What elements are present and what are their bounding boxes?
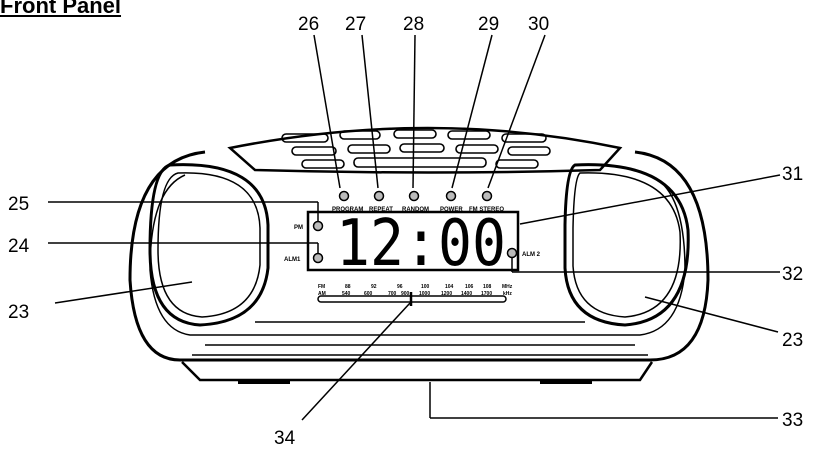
label-random: RANDOM: [402, 207, 429, 213]
tuner-am-mark: 1200: [441, 291, 452, 297]
callout-23-left: 23: [8, 302, 29, 323]
tuner-am-mark: 700: [388, 291, 397, 297]
callout-31: 31: [782, 164, 803, 185]
label-program: PROGRAM: [332, 207, 363, 213]
left-speaker: [148, 163, 270, 327]
tuner-fm-label: FM: [318, 284, 325, 290]
label-fm-stereo: FM STEREO: [469, 207, 504, 213]
front-lower-lines: [192, 321, 648, 356]
tuner-am-mark: 540: [342, 291, 351, 297]
tuner-khz-label: kHz: [503, 291, 512, 297]
callout-29: 29: [478, 14, 499, 35]
tuner-am-mark: 1400: [461, 291, 472, 297]
callout-27: 27: [345, 14, 366, 35]
label-alm1: ALM1: [284, 257, 301, 263]
vent-slots: [281, 129, 551, 169]
cabinet-inner-outline: [149, 174, 686, 336]
page-title: Front Panel: [0, 0, 122, 18]
tuner-am-mark: 1000: [419, 291, 430, 297]
callout-33: 33: [782, 410, 803, 431]
right-speaker: [563, 163, 690, 327]
callout-24: 24: [8, 236, 30, 257]
tuner-am-mark: 1700: [481, 291, 492, 297]
tuner-scale: FM AM 88 92 96 100 104 106 108 MHz 540 6…: [318, 284, 513, 297]
callout-28: 28: [403, 14, 424, 35]
callout-23-right: 23: [782, 330, 803, 351]
tuner-fm-mark: 88: [345, 284, 351, 290]
cabinet-base: [181, 361, 654, 382]
lcd-display-window: [306, 210, 520, 272]
label-power: POWER: [440, 207, 463, 213]
label-repeat: REPEAT: [369, 207, 393, 213]
cabinet-body: [128, 150, 710, 362]
tuner-fm-mark: 106: [465, 284, 474, 290]
callout-30: 30: [528, 14, 549, 35]
label-pm: PM: [294, 225, 303, 231]
tuner-fm-mark: 96: [397, 284, 403, 290]
callout-32: 32: [782, 264, 803, 285]
callout-25: 25: [8, 194, 29, 215]
tuner-fm-mark: 100: [421, 284, 430, 290]
label-alm2: ALM 2: [522, 252, 541, 258]
tuner-am-mark: 900: [401, 291, 410, 297]
tuner-fm-mark: 104: [445, 284, 454, 290]
callout-numbers: 23 23 24 25 26 27 28 29 30 31 32 33 34: [8, 14, 803, 449]
indicator-leds: [312, 190, 518, 264]
indicator-labels: PROGRAM REPEAT RANDOM POWER FM STEREO PM…: [284, 207, 541, 263]
callout-26: 26: [298, 14, 319, 35]
tuner-am-label: AM: [318, 291, 326, 297]
clock-readout: 12:00: [336, 207, 506, 281]
tuner-fm-mark: 108: [483, 284, 492, 290]
tuner-mhz-label: MHz: [502, 284, 513, 290]
callout-34: 34: [274, 428, 296, 449]
tuner-am-mark: 600: [364, 291, 373, 297]
tuner-fm-mark: 92: [371, 284, 377, 290]
leader-lines: [48, 34, 781, 421]
